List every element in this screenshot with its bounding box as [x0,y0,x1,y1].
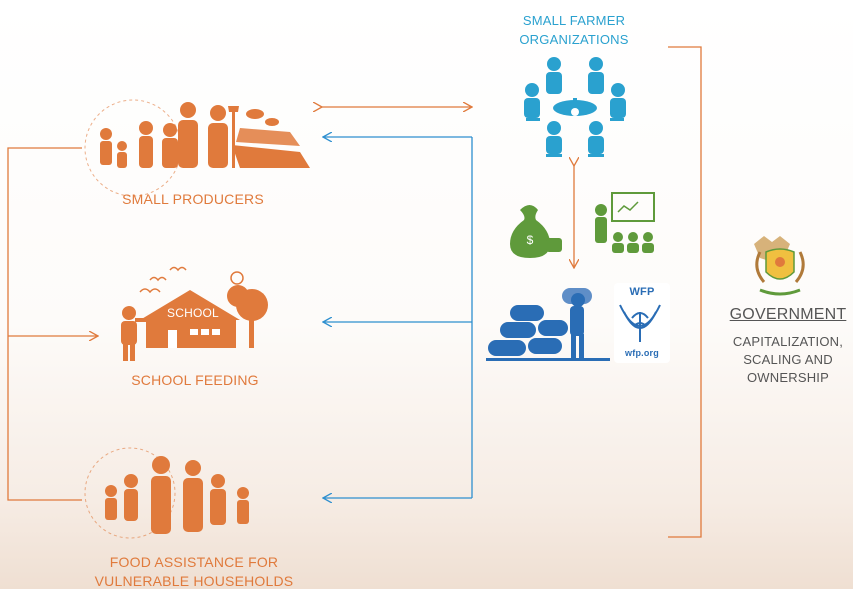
svg-text:$: $ [527,233,534,247]
small-producers-label: SMALL PRODUCERS [122,191,264,207]
government-line1: CAPITALIZATION, [732,334,844,349]
school-feeding-label: SCHOOL FEEDING [131,372,259,388]
farmer-orgs-line2: ORGANIZATIONS [519,32,629,47]
school-sign: SCHOOL [167,306,219,320]
right-bracket [668,46,702,538]
food-assistance-line1: FOOD ASSISTANCE FOR [109,554,279,570]
government-title: GOVERNMENT [729,306,847,323]
government-line2: SCALING AND [743,352,833,367]
government-line3: OWNERSHIP [747,370,829,385]
wfp-url: wfp.org [625,348,659,358]
wfp-name: WFP [629,286,655,298]
food-assistance-line2: VULNERABLE HOUSEHOLDS [94,573,294,589]
government-description: CAPITALIZATION, SCALING AND OWNERSHIP [718,333,853,387]
farmer-orgs-line1: SMALL FARMER [522,13,626,28]
left-bracket [7,147,82,501]
farmer-orgs-label: SMALL FARMER ORGANIZATIONS [497,11,651,49]
food-assistance-label: FOOD ASSISTANCE FOR VULNERABLE HOUSEHOLD… [80,553,308,591]
